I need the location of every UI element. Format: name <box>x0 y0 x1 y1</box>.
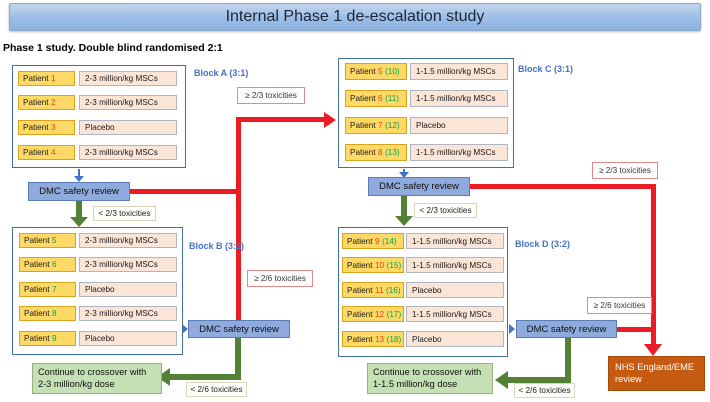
green-line-dmc3-down <box>401 195 407 217</box>
toxicity-label-ge23-right: ≥ 2/3 toxicities <box>592 162 658 179</box>
toxicity-label-ge26-right: ≥ 2/6 toxicities <box>587 297 652 314</box>
dmc-safety-review-1: DMC safety review <box>28 182 130 201</box>
green-line-dmc1-down <box>76 201 82 218</box>
dose-cell: 2-3 million/kg MSCs <box>79 71 177 86</box>
dose-cell: 2-3 million/kg MSCs <box>79 145 177 160</box>
block-b-label: Block B (3:2) <box>189 241 245 251</box>
red-line-dmc1-to-junction <box>130 189 236 194</box>
dose-cell: 2-3 million/kg MSCs <box>79 306 177 321</box>
red-line-vertical-left <box>236 117 241 320</box>
green-line-dmc4-down <box>565 338 571 378</box>
dmc-safety-review-4: DMC safety review <box>516 320 617 338</box>
dose-cell: 1-1.5 million/kg MSCs <box>410 90 508 107</box>
blue-arrowhead-dmc3 <box>399 172 409 178</box>
crossover-high-dose-box: Continue to crossover with 1-1.5 million… <box>367 363 493 394</box>
title-banner: Internal Phase 1 de-escalation study <box>9 3 701 31</box>
dose-cell: Placebo <box>79 120 177 135</box>
blue-arrowhead-dmc4 <box>509 324 515 334</box>
dose-cell: 1-1.5 million/kg MSCs <box>406 257 504 273</box>
dmc-safety-review-2: DMC safety review <box>188 320 290 338</box>
dose-cell: Placebo <box>79 331 177 346</box>
toxicity-label-ge26-left: ≥ 2/6 toxicities <box>247 270 313 287</box>
dose-cell: Placebo <box>406 282 504 298</box>
red-line-dmc4-right <box>617 327 651 332</box>
toxicity-label-lt26-right: < 2/6 toxicities <box>514 383 575 398</box>
dose-cell: 2-3 million/kg MSCs <box>79 257 177 272</box>
block-a-label: Block A (3:1) <box>194 68 249 78</box>
green-arrowhead-block-b <box>70 217 88 227</box>
green-arrowhead-crossover-high <box>495 371 508 389</box>
green-arrowhead-block-d <box>395 216 413 226</box>
dose-cell: Placebo <box>406 331 504 347</box>
slide-title: Internal Phase 1 de-escalation study <box>225 8 485 25</box>
dose-cell: 2-3 million/kg MSCs <box>79 95 177 110</box>
dose-cell: Placebo <box>410 117 508 134</box>
dose-cell: 1-1.5 million/kg MSCs <box>406 233 504 249</box>
toxicity-label-lt23-right: < 2/3 toxicities <box>414 203 477 218</box>
dose-cell: Placebo <box>79 282 177 297</box>
dose-cell: 1-1.5 million/kg MSCs <box>410 144 508 161</box>
blue-arrowhead-dmc2 <box>182 324 188 334</box>
green-line-to-crossover-high <box>508 377 571 383</box>
blue-line-block-a-dmc1 <box>78 169 80 177</box>
red-line-to-block-c <box>241 117 324 122</box>
nhs-eme-review-box: NHS England/EME review <box>608 356 705 391</box>
red-line-vertical-right <box>651 184 656 345</box>
red-arrowhead-block-c <box>324 112 336 128</box>
red-arrowhead-nhs <box>644 344 662 356</box>
study-subtitle: Phase 1 study. Double blind randomised 2… <box>3 42 223 54</box>
red-line-dmc3-right <box>470 184 656 189</box>
toxicity-label-lt26-left: < 2/6 toxicities <box>186 382 247 397</box>
green-line-to-crossover-low <box>170 374 241 380</box>
blue-arrowhead-dmc1 <box>74 176 84 182</box>
dmc-safety-review-3: DMC safety review <box>368 177 470 196</box>
toxicity-label-ge23-left: ≥ 2/3 toxicities <box>237 87 305 104</box>
blue-line-block-c-dmc3 <box>403 169 405 173</box>
green-line-dmc2-down <box>235 338 241 375</box>
crossover-low-dose-box: Continue to crossover with 2-3 million/k… <box>32 363 162 394</box>
toxicity-label-lt23-left: < 2/3 toxicities <box>93 206 156 221</box>
dose-cell: 1-1.5 million/kg MSCs <box>410 63 508 80</box>
dose-cell: 2-3 million/kg MSCs <box>79 233 177 248</box>
block-d-label: Block D (3:2) <box>515 239 571 249</box>
dose-cell: 1-1.5 million/kg MSCs <box>406 306 504 322</box>
block-c-label: Block C (3:1) <box>518 64 574 74</box>
